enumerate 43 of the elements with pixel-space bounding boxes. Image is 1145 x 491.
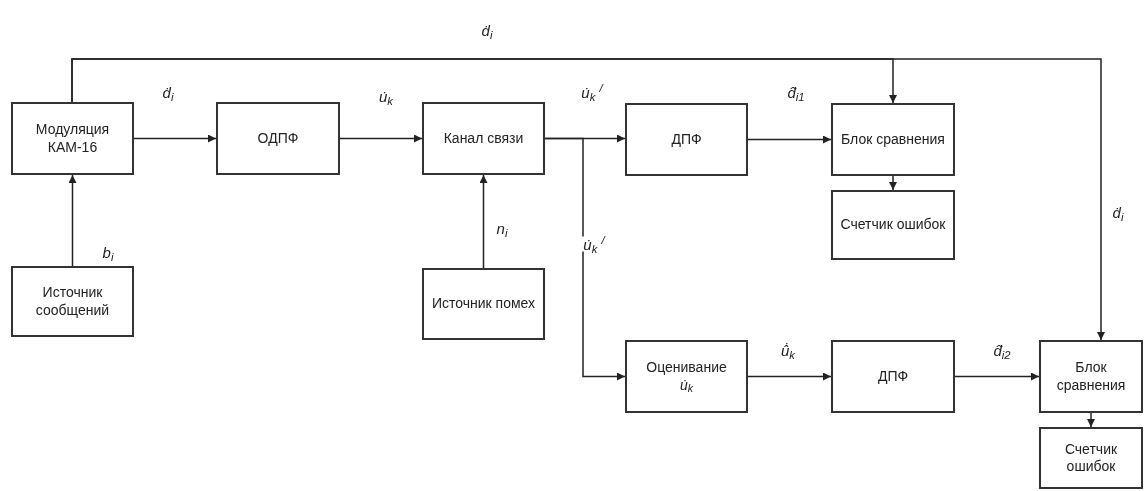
box-label: Счетчик ошибок [1063,440,1119,476]
process-box [216,102,340,175]
process-box [422,268,545,340]
arrow [544,137,626,381]
process-box [831,190,955,260]
edge-label: ḋ$_{i}$ [160,84,176,100]
arrow [1087,412,1095,428]
edge-label: b$_{i}$ [100,244,116,260]
arrow [747,372,832,381]
box-label: Оценивание [646,359,727,377]
edge-label: d̂̇$_{i2}$ [991,342,1013,358]
box-label: ДПФ [877,367,909,386]
arrow [889,175,897,191]
arrow [747,135,832,144]
box-label: Блок сравнения [841,130,945,149]
signal-symbol: u̇$_{k}$ [679,376,693,394]
process-box [625,103,748,176]
edge-label: ḋ$_{i}$ [1110,204,1126,220]
arrow [479,174,488,269]
box-label: Источник сообщений [34,284,111,319]
arrow [339,134,423,143]
box-label: Источник помех [431,295,536,313]
process-box [1039,427,1143,489]
process-box [422,102,545,175]
box-label: ДПФ [671,130,702,149]
process-box [1039,340,1143,413]
edge-label: ḋ$_{i}$ [479,22,495,38]
edge-label: û̇$_{k}$ [779,342,797,358]
process-box [831,103,955,176]
box-label: Блок сравнения [1055,359,1127,394]
arrow [68,174,77,267]
process-box [625,340,748,413]
arrow [71,58,1105,341]
process-box [11,102,134,175]
box-label: Модуляция КАМ-16 [34,121,111,156]
edge-label: d̂̇$_{i1}$ [785,84,807,100]
box-label: Счетчик ошибок [840,216,946,234]
box-label: Канал связи [443,129,524,148]
arrow [954,372,1040,381]
process-box [11,266,134,337]
arrow [133,134,217,143]
box-label: ОДПФ [257,129,299,148]
process-box [831,340,955,413]
